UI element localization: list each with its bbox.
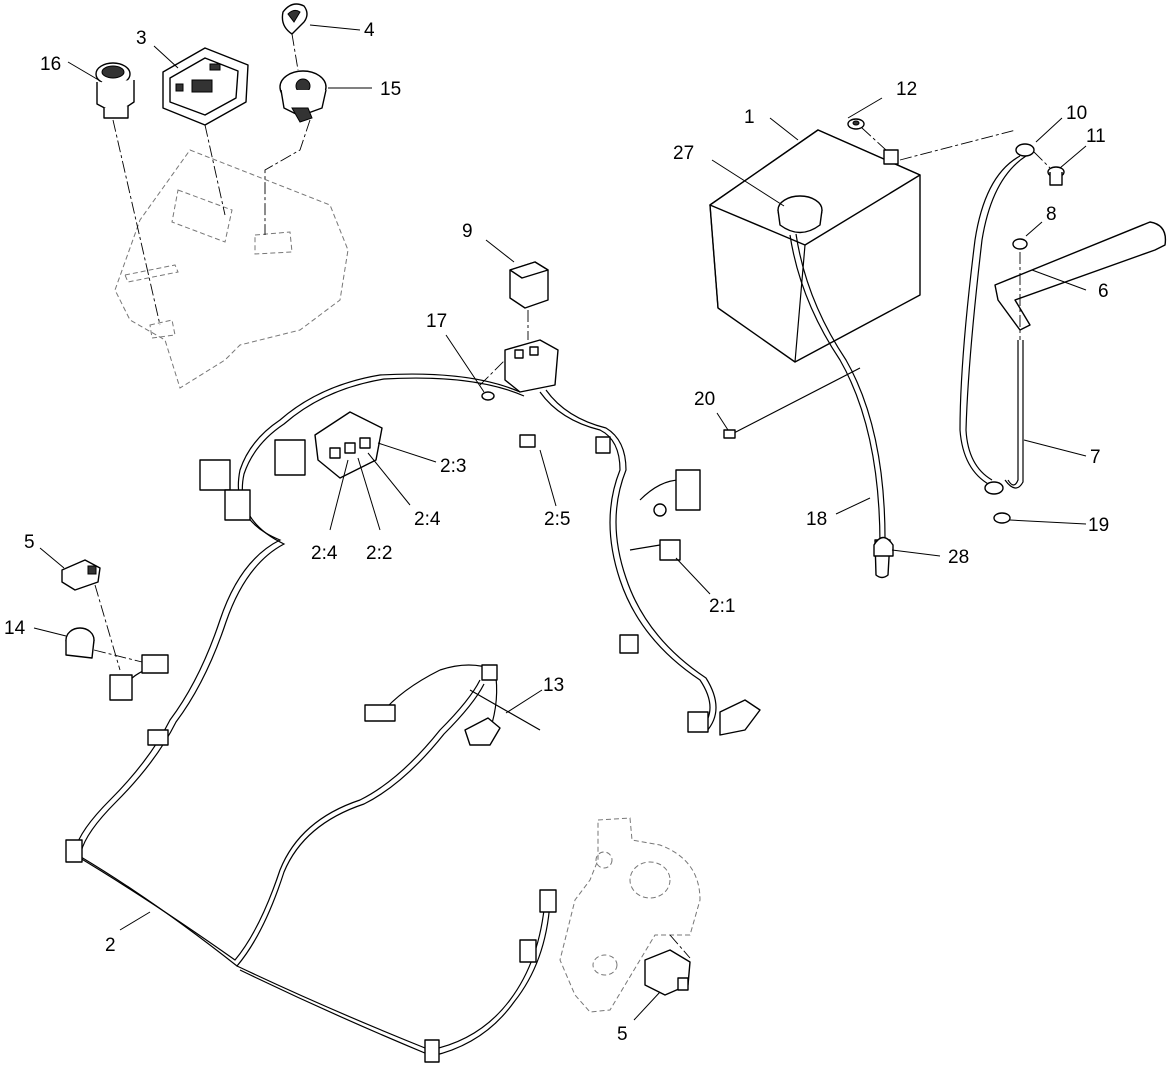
- callout-2-5: 2:5: [544, 509, 570, 530]
- callout-3: 3: [136, 28, 147, 49]
- part-27-terminal-cover: [777, 195, 823, 234]
- callout-10: 10: [1066, 103, 1087, 124]
- relay-socket: [504, 339, 559, 393]
- part-7-hold-down-rod: [1004, 340, 1024, 489]
- part-5-switch-lower: [644, 949, 691, 996]
- part-4-key: [281, 3, 308, 35]
- callout-17: 17: [426, 311, 447, 332]
- callout-13: 13: [543, 675, 564, 696]
- part-3-display: [162, 47, 249, 126]
- callout-4: 4: [364, 20, 375, 41]
- part-5-switch-upper: [61, 559, 101, 591]
- dashboard-panel: [114, 149, 349, 389]
- part-20-cable-tie: [723, 367, 861, 439]
- part-8-wing-nut: [1012, 238, 1028, 250]
- part-1-battery: [709, 129, 921, 363]
- callout-15: 15: [380, 79, 401, 100]
- callout-28: 28: [948, 547, 969, 568]
- callout-9: 9: [462, 221, 473, 242]
- part-28-boot: [873, 536, 894, 557]
- part-13-cable-tie: [469, 689, 541, 731]
- callout-5-top: 5: [24, 532, 35, 553]
- part-12-nut: [847, 118, 865, 130]
- leader-lines: [33, 45, 1087, 1021]
- part-6-bracket: [994, 221, 1167, 331]
- part-14-switch: [65, 627, 95, 659]
- callout-1: 1: [744, 107, 755, 128]
- part-16-switch: [95, 62, 135, 119]
- harness-connectors: [65, 411, 761, 1063]
- callout-labels: 16 3 4 15 1 12 10 11 27 8 9 6 17 20 7 2:…: [4, 20, 1109, 1045]
- callout-11: 11: [1086, 126, 1106, 147]
- callout-27: 27: [673, 143, 694, 164]
- part-11-bolt: [1047, 166, 1065, 186]
- callout-2-4-right: 2:4: [414, 509, 441, 530]
- callout-8: 8: [1046, 204, 1057, 225]
- callout-2-4-left: 2:4: [311, 543, 338, 564]
- pedal-bracket: [559, 817, 701, 1013]
- callout-6: 6: [1098, 281, 1109, 302]
- callout-19: 19: [1088, 515, 1109, 536]
- part-9-relay: [509, 261, 549, 309]
- callout-16: 16: [40, 54, 61, 75]
- callout-7: 7: [1090, 447, 1101, 468]
- callout-20: 20: [694, 389, 715, 410]
- part-15-ignition: [279, 70, 327, 123]
- part-17-screw: [481, 391, 495, 401]
- part-10-battery-cable: [959, 143, 1035, 495]
- callout-2: 2: [105, 935, 116, 956]
- callout-5-bottom: 5: [617, 1024, 628, 1045]
- callout-2-1: 2:1: [709, 596, 735, 617]
- part-19-washer: [993, 512, 1011, 524]
- callout-2-3: 2:3: [440, 456, 466, 477]
- callout-12: 12: [896, 79, 917, 100]
- callout-14: 14: [4, 618, 26, 639]
- callout-2-2: 2:2: [366, 543, 392, 564]
- callout-18: 18: [806, 509, 827, 530]
